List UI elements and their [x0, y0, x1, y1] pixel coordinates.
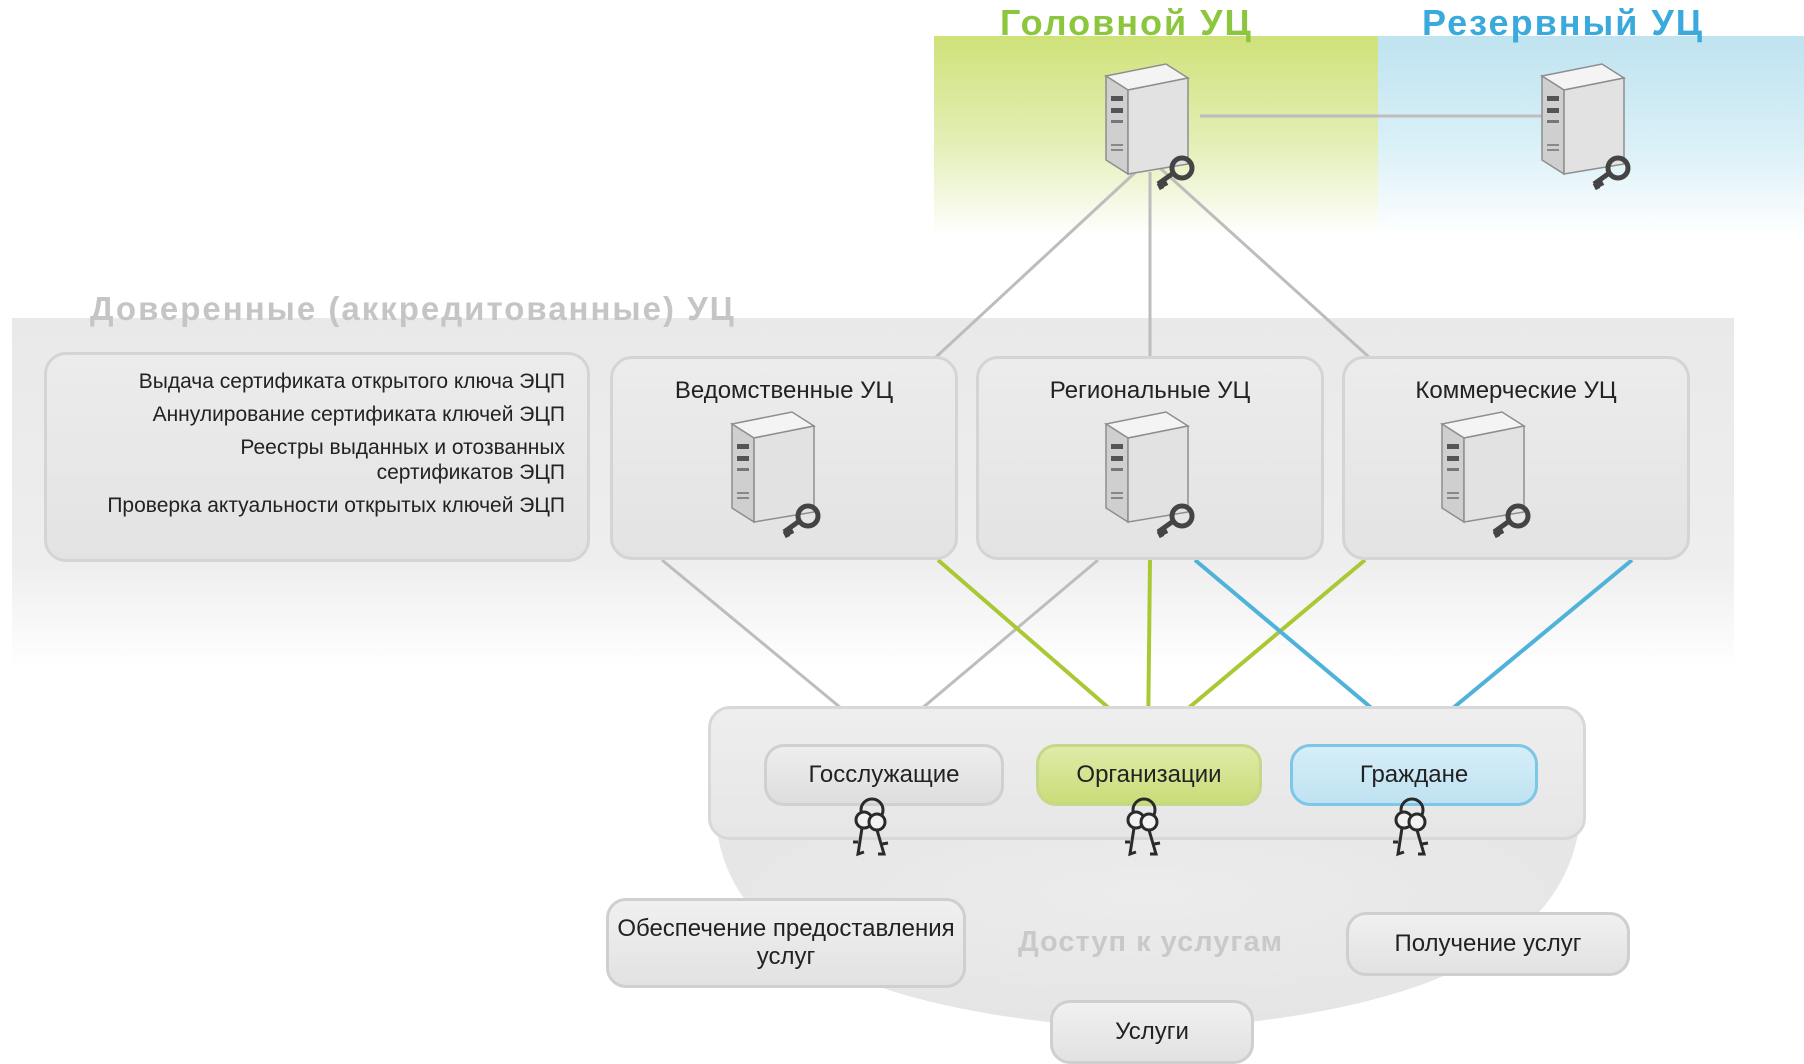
keys-icon: [1125, 797, 1161, 857]
user-group-citizens: Граждане: [1290, 744, 1538, 806]
services-box: Услуги: [1050, 1000, 1254, 1064]
ca-box-title: Коммерческие УЦ: [1415, 377, 1617, 404]
server-key-icon: [1104, 411, 1195, 539]
link-head-comm: [1158, 166, 1372, 360]
ca-box-title: Региональные УЦ: [1049, 377, 1251, 404]
keys-icon: [1393, 797, 1429, 857]
backup-ca-title: Резервный УЦ: [1422, 2, 1705, 43]
link-head-dept: [933, 166, 1142, 360]
service-provision-box: Обеспечение предоставления услуг: [606, 898, 966, 988]
service-provision-label: Обеспечение предоставления услуг: [617, 915, 955, 970]
functions-list: Выдача сертификата открытого ключа ЭЦП А…: [75, 369, 565, 526]
trusted-ca-title: Доверенные (аккредитованные) УЦ: [90, 290, 736, 327]
server-key-icon: [1104, 63, 1195, 191]
access-to-services-label: Доступ к услугам: [1018, 926, 1284, 958]
user-group-label: Организации: [1076, 761, 1222, 788]
user-group-label: Граждане: [1359, 761, 1469, 788]
user-group-civil-servants: Госслужащие: [764, 744, 1004, 806]
keys-icon: [853, 797, 889, 857]
user-group-organizations: Организации: [1036, 744, 1262, 806]
server-key-icon: [1440, 411, 1531, 539]
functions-box: Выдача сертификата открытого ключа ЭЦП А…: [44, 352, 590, 562]
service-receipt-label: Получение услуг: [1394, 930, 1582, 957]
service-receipt-box: Получение услуг: [1346, 912, 1630, 976]
server-key-icon: [730, 411, 821, 539]
ca-box-title: Ведомственные УЦ: [674, 377, 894, 404]
function-item: Реестры выданных и отозванных сертификат…: [240, 436, 565, 484]
head-ca-title: Головной УЦ: [1000, 2, 1253, 43]
server-key-icon: [1540, 63, 1631, 191]
function-item: Выдача сертификата открытого ключа ЭЦП: [138, 370, 565, 393]
services-label: Услуги: [1115, 1018, 1189, 1045]
function-item: Проверка актуальности открытых ключей ЭЦ…: [107, 494, 565, 517]
user-group-label: Госслужащие: [808, 761, 960, 788]
function-item: Аннулирование сертификата ключей ЭЦП: [152, 403, 565, 426]
